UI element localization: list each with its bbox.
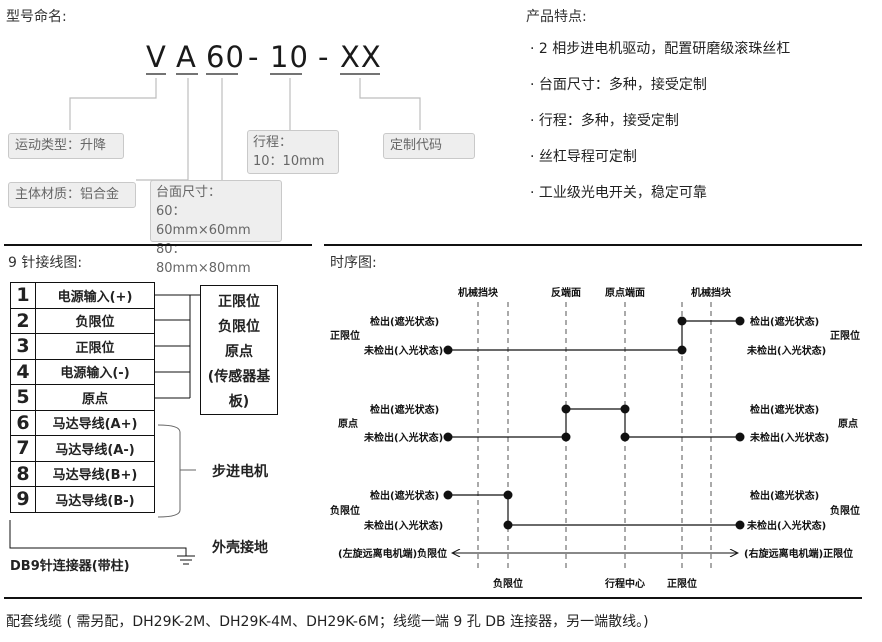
model-code-dash-2: -: [318, 40, 330, 74]
pin-number: 3: [10, 333, 36, 360]
pin-number: 7: [10, 435, 36, 462]
pin-number: 8: [10, 460, 36, 487]
features-heading: 产品特点:: [526, 9, 587, 25]
row-name-negative-right: 负限位: [830, 504, 860, 517]
positive-detect-left: 检出(遮光状态): [370, 315, 439, 328]
custom-code-label: 定制代码: [390, 138, 443, 153]
negative-detect-right: 检出(遮光状态): [750, 489, 819, 502]
pin-label: 马达导线(A-): [35, 435, 155, 462]
model-code-part-size: 60: [206, 40, 245, 74]
model-code-dash-1: -: [248, 40, 260, 74]
pin-label: 马达导线(A+): [35, 409, 155, 436]
wiring-heading: 9 针接线图:: [8, 255, 83, 271]
feature-item-3: · 行程：多种，接受定制: [530, 113, 679, 129]
ground-label: 外壳接地: [212, 540, 268, 556]
top-label-mech-stop-left: 机械挡块: [458, 286, 499, 299]
sensor-positive-limit: 正限位: [218, 294, 260, 310]
motion-type-label: 运动类型：升降: [15, 138, 107, 153]
row-name-positive-left: 正限位: [330, 329, 360, 342]
custom-code-box: 定制代码: [383, 133, 475, 159]
model-naming-heading: 型号命名:: [6, 9, 67, 25]
negative-undetect-right: 未检出(入光状态): [746, 519, 826, 532]
db9-connector-label: DB9针连接器(带柱): [10, 559, 130, 574]
features-list: · 2 相步进电机驱动，配置研磨级滚珠丝杠 · 台面尺寸：多种，接受定制 · 行…: [530, 38, 790, 218]
feature-item-2: · 台面尺寸：多种，接受定制: [530, 77, 707, 93]
row-name-origin-right: 原点: [838, 417, 858, 430]
origin-undetect-left: 未检出(入光状态): [363, 431, 443, 444]
origin-detect-right: 检出(遮光状态): [750, 403, 819, 416]
origin-undetect-right: 未检出(入光状态): [749, 431, 829, 444]
feature-item-1: · 2 相步进电机驱动，配置研磨级滚珠丝杠: [530, 41, 791, 57]
positive-detect-right: 检出(遮光状态): [750, 315, 819, 328]
bottom-label-positive-limit: 正限位: [667, 577, 697, 590]
negative-detect-left: 检出(遮光状态): [370, 489, 439, 502]
model-code-part-v: V: [146, 40, 167, 74]
model-code-part-custom: XX: [340, 40, 382, 74]
stepper-motor-label: 步进电机: [212, 464, 268, 480]
arrow-left-label: (左旋远离电机端)负限位: [338, 547, 447, 560]
sensor-board-box: 正限位 负限位 原点 (传感器基板): [200, 285, 278, 415]
pin-number: 2: [10, 307, 36, 334]
divider-right: [324, 244, 862, 246]
stroke-10: 10：10mm: [253, 154, 325, 169]
pin-number: 1: [10, 282, 36, 309]
pin-number: 5: [10, 384, 36, 411]
top-label-origin-face: 原点端面: [605, 286, 645, 299]
positive-undetect-right: 未检出(入光状态): [746, 344, 826, 357]
feature-item-4: · 丝杠导程可定制: [530, 149, 637, 165]
pin-number: 4: [10, 358, 36, 385]
timing-heading: 时序图:: [330, 255, 377, 271]
sensor-board-note: (传感器基板): [207, 369, 271, 410]
arrow-right-label: (右旋远离电机端)正限位: [744, 547, 853, 560]
pin-label: 电源输入(-): [35, 358, 155, 385]
model-code-part-a: A: [176, 40, 197, 74]
model-code-part-stroke: 10: [270, 40, 309, 74]
origin-detect-left: 检出(遮光状态): [370, 403, 439, 416]
pin-label: 马达导线(B-): [35, 486, 155, 513]
pin-label: 原点: [35, 384, 155, 411]
divider-bottom: [4, 597, 862, 599]
row-name-positive-right: 正限位: [830, 329, 860, 342]
divider-left: [4, 244, 312, 246]
sensor-negative-limit: 负限位: [218, 319, 260, 335]
bottom-label-negative-limit: 负限位: [493, 577, 523, 590]
row-name-origin-left: 原点: [338, 417, 358, 430]
table-size-60: 60：60mm×60mm: [156, 204, 251, 238]
wiring-lines: [9, 294, 200, 565]
stroke-box: 行程： 10：10mm: [247, 130, 339, 174]
table-size-title: 台面尺寸：: [156, 185, 222, 200]
sensor-origin: 原点: [225, 344, 253, 360]
negative-undetect-left: 未检出(入光状态): [363, 519, 443, 532]
top-label-reverse-face: 反端面: [551, 286, 581, 299]
top-label-mech-stop-right: 机械挡块: [691, 286, 732, 299]
feature-item-5: · 工业级光电开关，稳定可靠: [530, 185, 707, 201]
positive-undetect-left: 未检出(入光状态): [363, 344, 443, 357]
pin-number: 9: [10, 486, 36, 513]
body-material-box: 主体材质：铝合金: [8, 182, 136, 208]
body-material-label: 主体材质：铝合金: [15, 187, 120, 202]
timing-diagram: 机械挡块 反端面 原点端面 机械挡块 正限位 原点 负限位 正限位 原点 负限位…: [330, 286, 860, 590]
cable-footer-note: 配套线缆 ( 需另配，DH29K-2M、DH29K-4M、DH29K-6M；线缆…: [6, 614, 649, 630]
motion-type-box: 运动类型：升降: [8, 133, 124, 159]
row-name-negative-left: 负限位: [330, 504, 360, 517]
bottom-label-stroke-center: 行程中心: [604, 577, 645, 590]
stroke-title: 行程：: [253, 135, 293, 150]
